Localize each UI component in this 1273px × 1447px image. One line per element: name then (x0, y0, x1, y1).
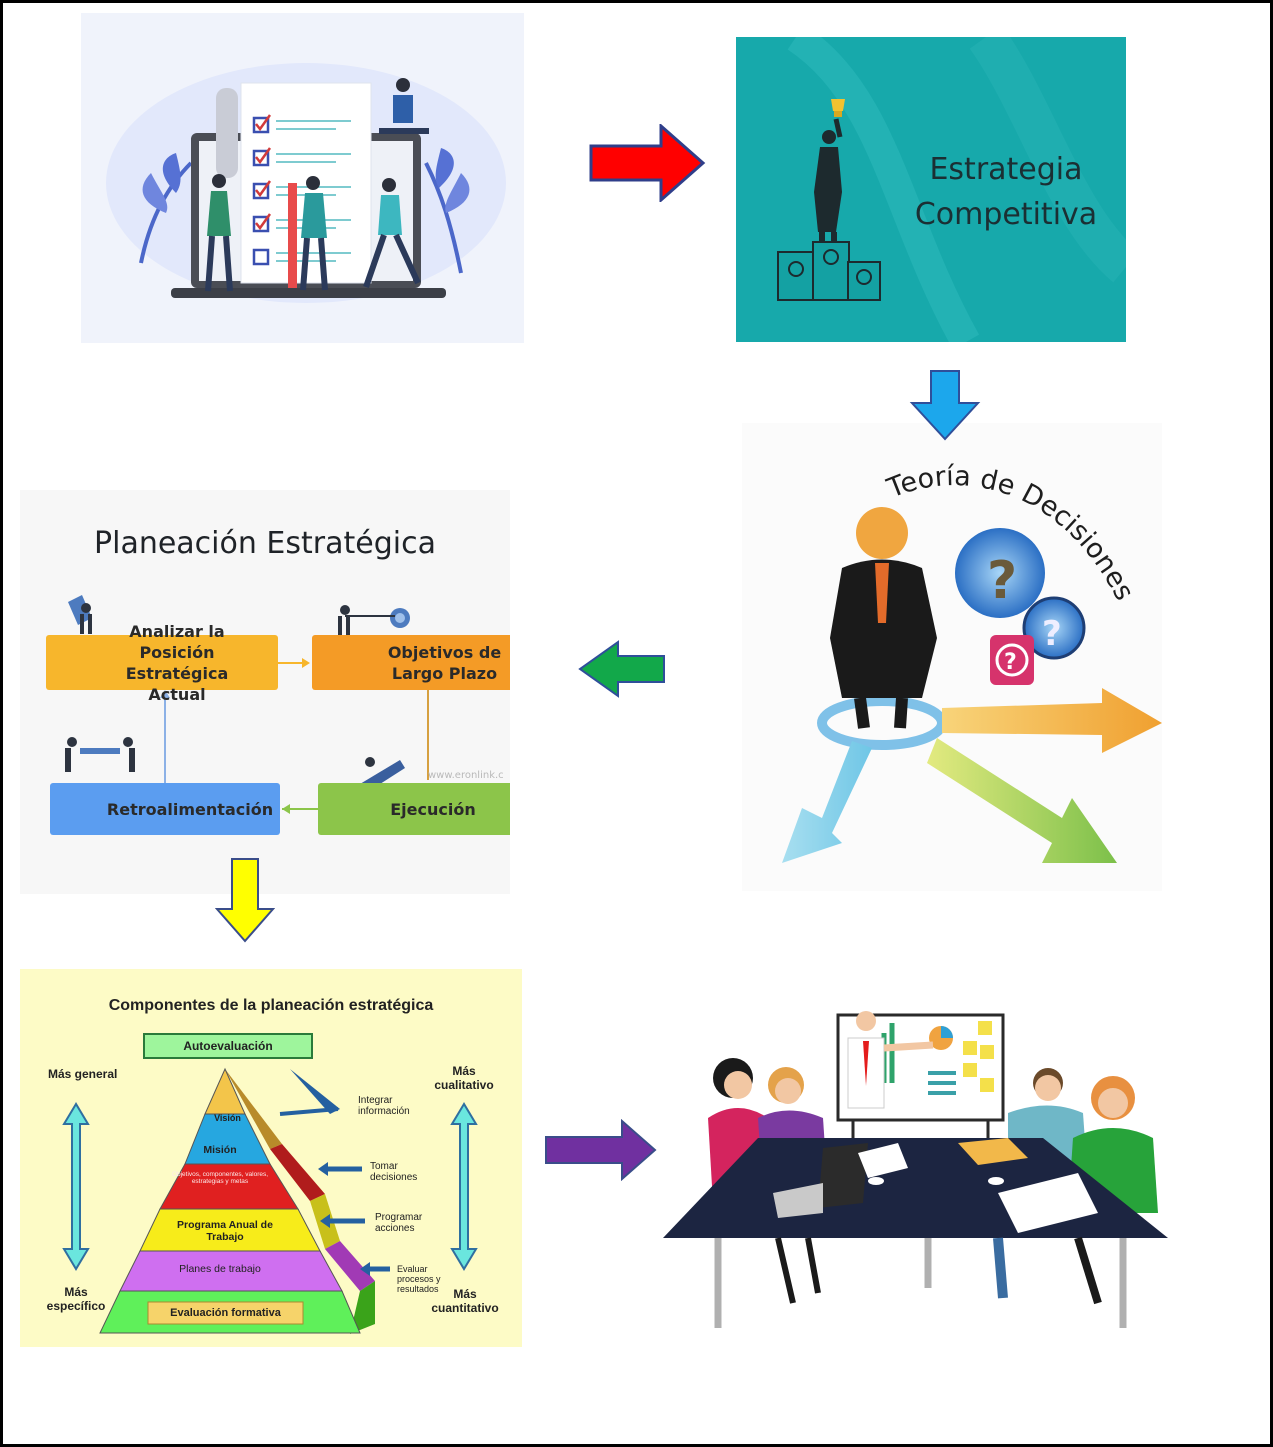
podium-art (777, 37, 1126, 342)
planning-components-panel: Componentes de la planeación estratégica (20, 969, 522, 1347)
svg-text:?: ? (1042, 614, 1062, 654)
strategic-planning-title: Planeación Estratégica (94, 526, 436, 561)
checklist-illustration (81, 13, 524, 343)
competitive-title-line1: Estrategia (929, 152, 1083, 187)
autoevaluacion-box: Autoevaluación (143, 1033, 313, 1059)
box-ejecucion: Ejecución (318, 783, 510, 835)
level-objetivos: Objetivos, componentes, valores, estrate… (171, 1171, 269, 1185)
step-programar: Programar acciones (375, 1212, 423, 1234)
svg-text:?: ? (1004, 650, 1017, 675)
archer-target-icon (338, 605, 410, 636)
step-integrar: Integrar información (358, 1095, 410, 1117)
mas-cuantitativo-label: Más cuantitativo (431, 1287, 499, 1315)
mas-cualitativo-label: Más cualitativo (434, 1064, 494, 1092)
step-evaluar: Evaluar procesos y resultados (397, 1264, 441, 1294)
svg-text:?: ? (987, 551, 1017, 611)
components-title: Componentes de la planeación estratégica (108, 997, 434, 1014)
pyramid-diagram (62, 1067, 478, 1334)
box-analizar-posicion: Analizar la Posición Estratégica Actual (46, 622, 278, 704)
meeting-art (663, 1011, 1168, 1328)
level-evaluacion: Evaluación formativa (170, 1307, 281, 1319)
decision-theory-panel: Teoría de Decisiones ? ? ? (742, 423, 1162, 891)
competitive-title-line2: Competitiva (914, 197, 1098, 232)
analyze-person-icon (68, 595, 92, 634)
checklist-art (106, 63, 506, 303)
meeting-people-icon (65, 737, 135, 772)
team-meeting-illustration (658, 1003, 1170, 1333)
arrow-down-yellow (215, 858, 275, 943)
box-objetivos-largo-plazo: Objetivos de Largo Plazo (312, 635, 510, 690)
step-tomar: Tomar decisiones (370, 1161, 418, 1183)
arrow-left-green (578, 640, 665, 698)
watermark: www.eronlink.c (428, 770, 504, 781)
mas-especifico-label: Más específico (46, 1285, 106, 1313)
strategic-planning-panel: Planeación Estratégica (20, 490, 510, 894)
competitive-strategy-panel: Estrategia Competitiva (736, 37, 1126, 342)
decision-theory-art: Teoría de Decisiones ? ? ? (782, 461, 1162, 863)
competitive-strategy-title: Estrategia Competitiva (896, 147, 1116, 237)
mas-general-label: Más general (48, 1067, 118, 1081)
level-mision: Misión (203, 1144, 237, 1156)
box-retroalimentacion: Retroalimentación (50, 783, 280, 835)
arrow-right-red (589, 124, 706, 202)
level-programa: Programa Anual de Trabajo (177, 1219, 273, 1243)
page: Estrategia Competitiva Teoría de Decisio… (3, 3, 1270, 1444)
arrow-down-blue (909, 370, 981, 441)
level-planes: Planes de trabajo (179, 1263, 261, 1275)
arrow-right-purple (545, 1119, 657, 1181)
level-vision: Visión (214, 1113, 241, 1123)
